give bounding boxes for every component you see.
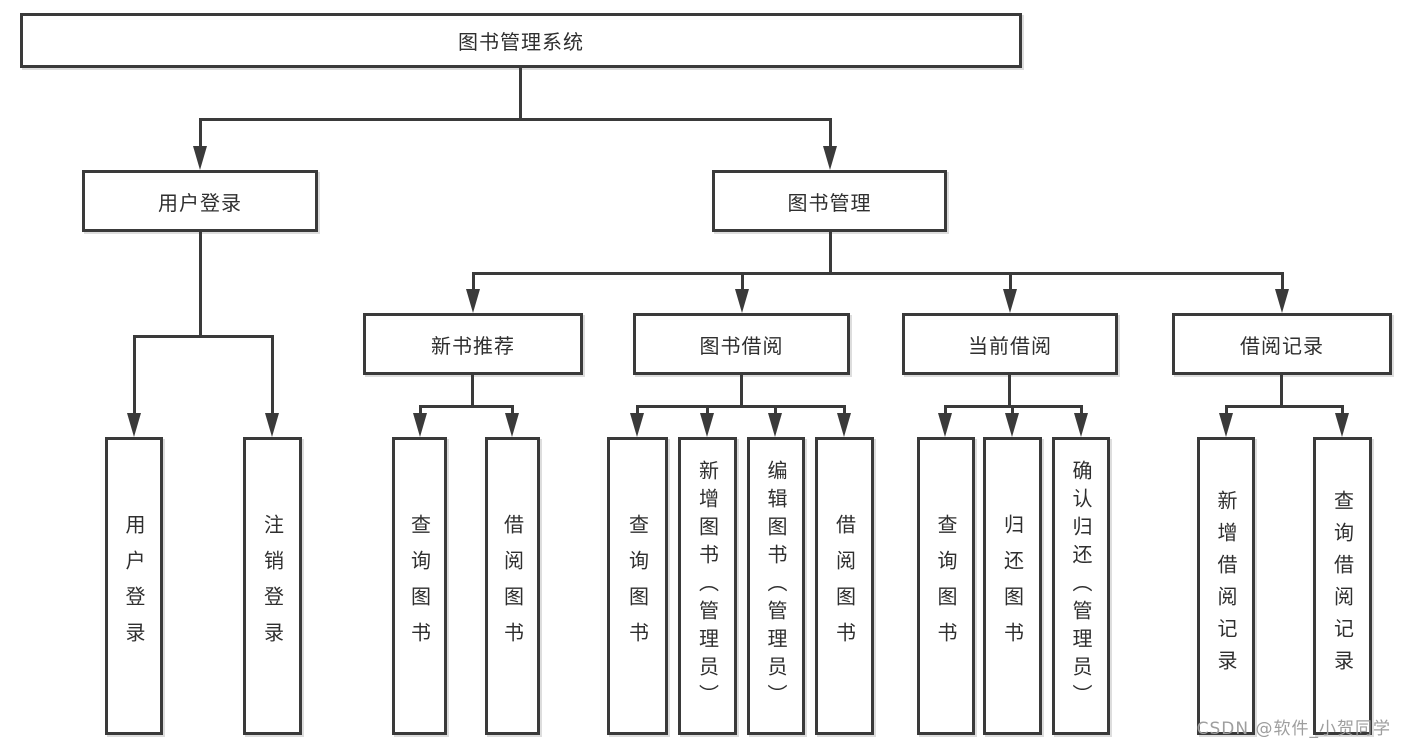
leaf-current-query-books-label: 查询图书 <box>934 514 958 658</box>
leaf-borrow-books: 借阅图书 <box>815 437 874 735</box>
leaf-add-borrow-record-label: 新增借阅记录 <box>1214 490 1238 682</box>
connector-line <box>1225 405 1228 415</box>
leaf-add-books-admin: 新增图书（管理员） <box>678 437 737 735</box>
node-current-borrow: 当前借阅 <box>902 313 1118 375</box>
arrowhead-icon <box>1219 413 1233 437</box>
leaf-newbook-query-books-label: 查询图书 <box>407 514 432 658</box>
leaf-user-login: 用户登录 <box>105 437 163 735</box>
leaf-logout-label: 注销登录 <box>260 514 285 658</box>
connector-line <box>419 405 422 415</box>
connector-line <box>1080 405 1083 415</box>
root-node-library-management-system: 图书管理系统 <box>20 13 1022 68</box>
connector-line <box>133 335 274 338</box>
arrowhead-icon <box>837 413 851 437</box>
connector-line <box>740 375 743 405</box>
leaf-query-borrow-record: 查询借阅记录 <box>1313 437 1372 735</box>
arrowhead-icon <box>1275 289 1289 313</box>
connector-line <box>133 335 136 413</box>
node-borrow-record-label: 借阅记录 <box>1240 333 1324 358</box>
connector-line <box>843 405 846 415</box>
connector-line <box>472 272 475 289</box>
node-new-book-recommend: 新书推荐 <box>363 313 583 375</box>
leaf-logout: 注销登录 <box>243 437 302 735</box>
node-user-login-label: 用户登录 <box>158 190 242 215</box>
connector-line <box>741 272 744 289</box>
leaf-edit-books-admin-label: 编辑图书（管理员） <box>764 460 788 712</box>
leaf-confirm-return-admin-label: 确认归还（管理员） <box>1069 460 1093 712</box>
connector-line <box>511 405 514 415</box>
arrowhead-icon <box>505 413 519 437</box>
connector-line <box>944 405 947 415</box>
arrowhead-icon <box>938 413 952 437</box>
arrowhead-icon <box>413 413 427 437</box>
leaf-add-borrow-record: 新增借阅记录 <box>1197 437 1255 735</box>
connector-line <box>519 68 522 118</box>
node-new-book-recommend-label: 新书推荐 <box>431 333 515 358</box>
connector-line <box>199 232 202 335</box>
leaf-newbook-borrow-books: 借阅图书 <box>485 437 540 735</box>
connector-line <box>271 335 274 413</box>
leaf-edit-books-admin: 编辑图书（管理员） <box>747 437 805 735</box>
node-current-borrow-label: 当前借阅 <box>968 333 1052 358</box>
connector-line <box>636 405 846 408</box>
node-user-login: 用户登录 <box>82 170 318 232</box>
connector-line <box>1280 375 1283 405</box>
connector-line <box>1009 272 1012 289</box>
arrowhead-icon <box>1074 413 1088 437</box>
arrowhead-icon <box>127 413 141 437</box>
node-book-management-label: 图书管理 <box>787 190 872 215</box>
leaf-borrow-books-label: 借阅图书 <box>832 514 857 658</box>
connector-line <box>419 405 514 408</box>
arrowhead-icon <box>768 413 782 437</box>
connector-line <box>471 375 474 405</box>
arrowhead-icon <box>1003 289 1017 313</box>
leaf-newbook-query-books: 查询图书 <box>392 437 447 735</box>
connector-line <box>1008 375 1011 405</box>
connector-line <box>829 118 832 146</box>
node-borrow-record: 借阅记录 <box>1172 313 1392 375</box>
connector-line <box>1225 405 1343 408</box>
node-book-management: 图书管理 <box>712 170 947 232</box>
leaf-confirm-return-admin: 确认归还（管理员） <box>1052 437 1110 735</box>
node-book-borrow-label: 图书借阅 <box>699 333 784 358</box>
csdn-watermark: CSDN @软件_小贺同学 <box>1196 719 1391 739</box>
connector-line <box>774 405 777 415</box>
connector-line <box>706 405 709 415</box>
connector-line <box>636 405 639 415</box>
leaf-user-login-label: 用户登录 <box>122 514 146 658</box>
leaf-borrow-query-books: 查询图书 <box>607 437 668 735</box>
arrowhead-icon <box>735 289 749 313</box>
arrowhead-icon <box>1335 413 1349 437</box>
node-book-borrow: 图书借阅 <box>633 313 850 375</box>
root-node-label: 图书管理系统 <box>458 30 584 54</box>
arrowhead-icon <box>823 146 837 170</box>
leaf-current-query-books: 查询图书 <box>917 437 975 735</box>
connector-line <box>199 118 202 146</box>
arrowhead-icon <box>193 146 207 170</box>
arrowhead-icon <box>466 289 480 313</box>
leaf-query-borrow-record-label: 查询借阅记录 <box>1330 490 1355 682</box>
connector-line <box>1281 272 1284 289</box>
arrowhead-icon <box>630 413 644 437</box>
arrowhead-icon <box>700 413 714 437</box>
connector-line <box>1341 405 1344 415</box>
leaf-return-books-label: 归还图书 <box>1000 514 1025 658</box>
leaf-add-books-admin-label: 新增图书（管理员） <box>695 460 720 712</box>
connector-line <box>1011 405 1014 415</box>
leaf-borrow-query-books-label: 查询图书 <box>625 514 650 658</box>
connector-line <box>829 232 832 272</box>
connector-line <box>472 272 1284 275</box>
connector-line <box>199 118 832 121</box>
leaf-return-books: 归还图书 <box>983 437 1042 735</box>
leaf-newbook-borrow-books-label: 借阅图书 <box>500 514 525 658</box>
arrowhead-icon <box>1005 413 1019 437</box>
arrowhead-icon <box>265 413 279 437</box>
